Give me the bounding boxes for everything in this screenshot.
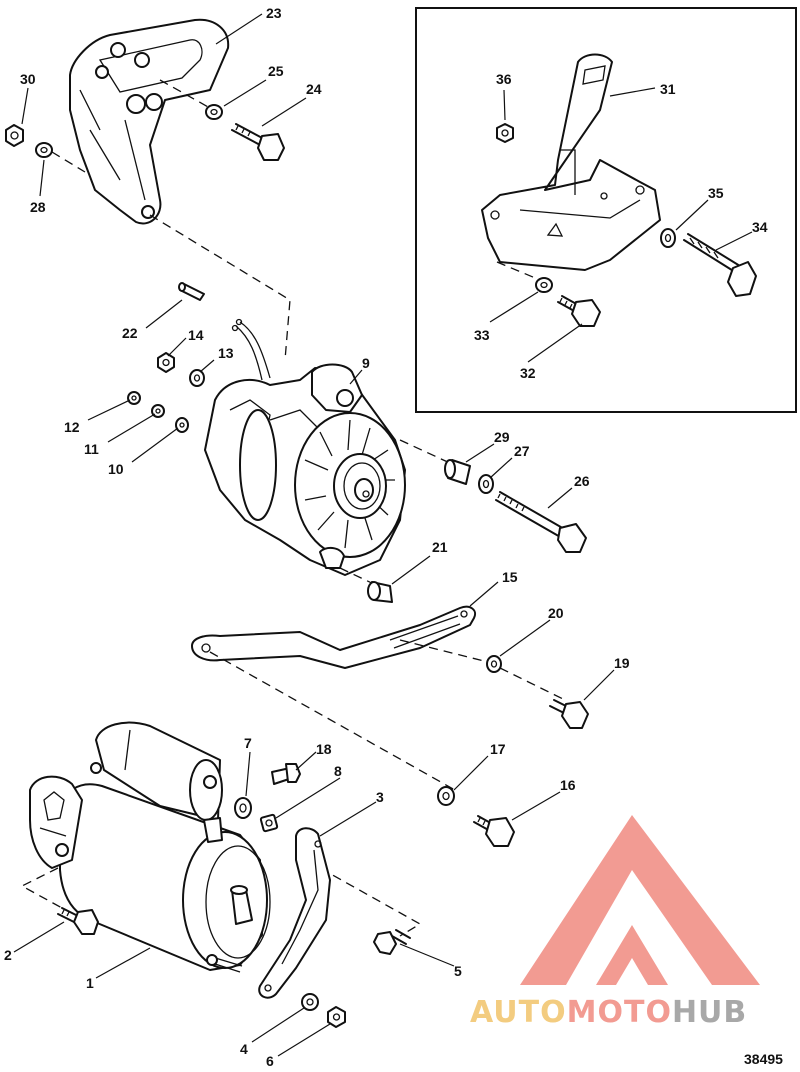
part-35-washer xyxy=(660,228,676,248)
watermark-inner-mark-icon xyxy=(596,925,668,985)
callout-8: 8 xyxy=(334,763,342,779)
callout-3: 3 xyxy=(376,789,384,805)
watermark-hub: HUB xyxy=(672,995,747,1030)
part-28-washer xyxy=(35,142,53,158)
watermark-auto: AUTO xyxy=(470,995,567,1030)
callout-28: 28 xyxy=(30,199,46,215)
callout-35: 35 xyxy=(708,185,724,201)
callout-34: 34 xyxy=(752,219,768,235)
callout-22: 22 xyxy=(122,325,138,341)
part-36-nut xyxy=(496,123,514,143)
callout-27: 27 xyxy=(514,443,530,459)
callout-33: 33 xyxy=(474,327,490,343)
dash-line-20-19 xyxy=(499,667,566,701)
callout-13: 13 xyxy=(218,345,234,361)
part-18-bolt xyxy=(271,763,301,785)
callout-6: 6 xyxy=(266,1053,274,1069)
dash-line-23-28 xyxy=(51,151,86,173)
watermark-triangle-icon xyxy=(520,815,760,985)
part-8-nut xyxy=(259,813,279,833)
callout-30: 30 xyxy=(20,71,36,87)
watermark-logo: AUTOMOTOHUB xyxy=(470,815,760,1030)
dash-line-15-16 xyxy=(209,651,456,791)
leader-lines xyxy=(13,13,753,1057)
dash-line-3-5 xyxy=(319,867,422,937)
dash-line-9-29 xyxy=(399,439,453,465)
part-14-nut xyxy=(157,352,175,373)
figure-number: 38495 xyxy=(744,1051,783,1067)
part-22-pin xyxy=(178,282,205,301)
part-9-alternator xyxy=(204,318,406,576)
part-30-nut xyxy=(5,124,24,147)
part-16-bolt xyxy=(473,815,515,847)
callout-2: 2 xyxy=(4,947,12,963)
part-33-washer xyxy=(535,277,553,293)
callout-9: 9 xyxy=(362,355,370,371)
part-23-bracket xyxy=(69,18,230,225)
callout-25: 25 xyxy=(268,63,284,79)
part-7-washer xyxy=(234,797,252,819)
callout-18: 18 xyxy=(316,741,332,757)
svg-text:AUTOMOTOHUB: AUTOMOTOHUB xyxy=(470,995,747,1030)
part-29-spacer xyxy=(444,459,471,485)
callout-26: 26 xyxy=(574,473,590,489)
callout-labels: 23 30 28 25 24 36 31 35 34 33 32 22 14 1… xyxy=(4,5,768,1069)
callout-21: 21 xyxy=(432,539,448,555)
part-24-bolt xyxy=(231,123,285,161)
callout-29: 29 xyxy=(494,429,510,445)
watermark-moto: MOTO xyxy=(567,995,672,1030)
inset-dash-line-1 xyxy=(496,261,541,281)
callout-4: 4 xyxy=(240,1041,248,1057)
callout-19: 19 xyxy=(614,655,630,671)
callout-1: 1 xyxy=(86,975,94,991)
part-34-bolt xyxy=(683,233,757,297)
part-25-washer xyxy=(205,104,223,120)
inset-frame xyxy=(415,7,797,413)
part-10-washer xyxy=(175,417,189,433)
part-17-washer xyxy=(437,786,455,806)
part-15-brace xyxy=(191,605,476,669)
dash-line-1-2 xyxy=(20,867,63,909)
callout-15: 15 xyxy=(502,569,518,585)
part-6-nut xyxy=(327,1006,346,1028)
callout-36: 36 xyxy=(496,71,512,87)
part-26-bolt xyxy=(495,491,587,553)
part-20-washer xyxy=(486,655,502,673)
callout-32: 32 xyxy=(520,365,536,381)
callout-12: 12 xyxy=(64,419,80,435)
part-5-bolt xyxy=(373,929,411,955)
part-13-washer xyxy=(189,369,205,387)
dash-line-23-9 xyxy=(149,214,291,361)
callout-10: 10 xyxy=(108,461,124,477)
callout-11: 11 xyxy=(84,441,99,457)
part-21-spacer xyxy=(367,581,393,603)
part-27-washer xyxy=(478,474,494,494)
part-4-washer xyxy=(301,993,319,1011)
part-12-nut xyxy=(127,391,141,405)
callout-7: 7 xyxy=(244,735,252,751)
callout-17: 17 xyxy=(490,741,506,757)
callout-24: 24 xyxy=(306,81,322,97)
dash-line-15-20 xyxy=(399,639,489,663)
part-32-bolt xyxy=(557,295,601,327)
callout-14: 14 xyxy=(188,327,204,343)
part-3-bracket xyxy=(258,827,331,999)
part-2-bolt xyxy=(57,907,99,935)
dash-line-23-24 xyxy=(159,79,211,109)
callout-5: 5 xyxy=(454,963,462,979)
callout-16: 16 xyxy=(560,777,576,793)
callout-31: 31 xyxy=(660,81,676,97)
callout-20: 20 xyxy=(548,605,564,621)
callout-23: 23 xyxy=(266,5,282,21)
part-1-starter xyxy=(29,721,271,973)
part-19-bolt xyxy=(549,699,589,729)
part-31-bracket xyxy=(481,53,661,271)
